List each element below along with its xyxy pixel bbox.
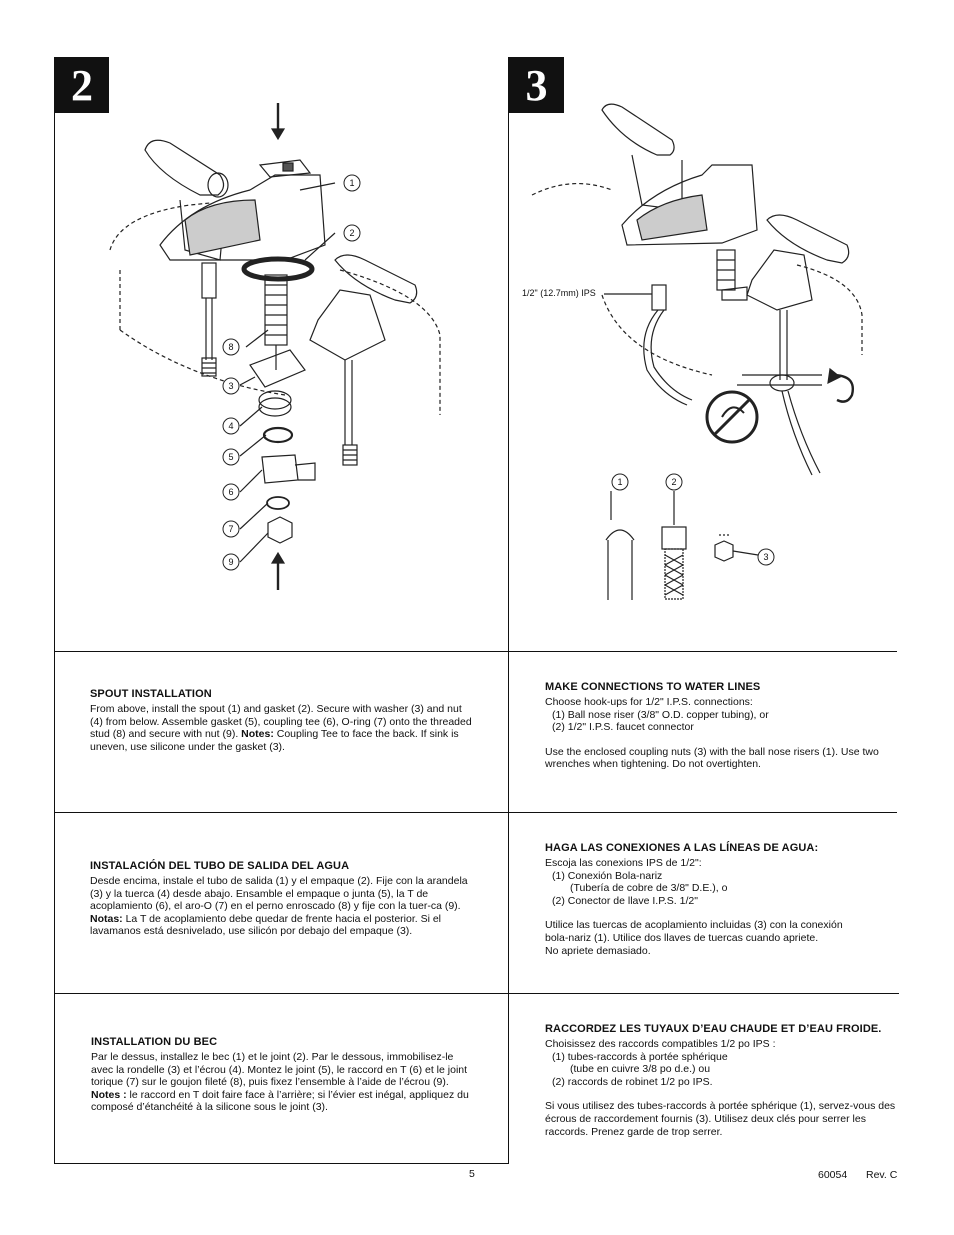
- spout-installation-en: SPOUT INSTALLATION From above, install t…: [90, 688, 475, 753]
- step-number-3: 3: [509, 57, 564, 113]
- section-title: HAGA LAS CONEXIONES A LAS LÍNEAS DE AGUA…: [545, 842, 819, 854]
- water-lines-fr: RACCORDEZ LES TUYAUX D’EAU CHAUDE ET D’E…: [545, 1023, 907, 1138]
- callout-6: [222, 483, 240, 501]
- callout-6-label: 6: [228, 487, 233, 497]
- section-body: From above, install the spout (1) and ga…: [90, 703, 472, 753]
- callout-right-1: [611, 473, 629, 491]
- callout-9: [222, 553, 240, 571]
- callout-5: [222, 448, 240, 466]
- callout-3-label: 3: [228, 381, 233, 391]
- section-title: INSTALLATION DU BEC: [91, 1036, 218, 1048]
- doc-number: 60054: [818, 1169, 848, 1181]
- callout-9-label: 9: [228, 557, 233, 567]
- section-title: SPOUT INSTALLATION: [90, 688, 212, 700]
- spout-installation-fr: INSTALLATION DU BEC Par le dessus, insta…: [91, 1036, 476, 1114]
- callout-right-3: [757, 548, 775, 566]
- callout-3: [222, 377, 240, 395]
- section-title: INSTALACIÓN DEL TUBO DE SALIDA DEL AGUA: [90, 860, 350, 872]
- callout-4-label: 4: [228, 421, 233, 431]
- ips-pipe-label: 1/2" (12.7mm) IPS: [522, 288, 596, 298]
- callout-2: [343, 224, 361, 242]
- page-number: 5: [469, 1168, 475, 1180]
- callout-5-label: 5: [228, 452, 233, 462]
- callout-8: [222, 338, 240, 356]
- water-lines-es: HAGA LAS CONEXIONES A LAS LÍNEAS DE AGUA…: [545, 842, 900, 957]
- callout-right-2: [665, 473, 683, 491]
- callout-7: [222, 520, 240, 538]
- spout-installation-diagram: 1 2 8 3 4 5 6 7 9: [109, 103, 441, 590]
- section-body: Desde encima, instale el tubo de salida …: [90, 875, 468, 938]
- spout-installation-es: INSTALACIÓN DEL TUBO DE SALIDA DEL AGUA …: [90, 860, 475, 938]
- figure-divider: [54, 651, 897, 652]
- water-connection-diagram: 1/2" (12.7mm) IPS 1 2 3: [522, 103, 863, 600]
- callout-right-2-label: 2: [671, 477, 676, 487]
- water-lines-en: MAKE CONNECTIONS TO WATER LINES Choose h…: [545, 681, 900, 771]
- callout-right-3-label: 3: [763, 552, 768, 562]
- callout-1-label: 1: [349, 178, 354, 188]
- center-divider: [508, 57, 509, 1164]
- revision: Rev. C: [866, 1169, 898, 1181]
- callout-8-label: 8: [228, 342, 233, 352]
- step-number-2: 2: [55, 57, 109, 113]
- section-body: Par le dessus, installez le bec (1) et l…: [91, 1051, 469, 1114]
- section-divider-2: [54, 993, 899, 994]
- callout-right-1-label: 1: [617, 477, 622, 487]
- section-title: MAKE CONNECTIONS TO WATER LINES: [545, 681, 761, 693]
- section-divider-1: [54, 812, 897, 813]
- callout-4: [222, 417, 240, 435]
- bottom-border-left: [54, 1163, 509, 1164]
- callout-2-label: 2: [349, 228, 354, 238]
- callout-1: [343, 174, 361, 192]
- left-border: [54, 57, 55, 1164]
- section-title: RACCORDEZ LES TUYAUX D’EAU CHAUDE ET D’E…: [545, 1023, 882, 1035]
- callout-7-label: 7: [228, 524, 233, 534]
